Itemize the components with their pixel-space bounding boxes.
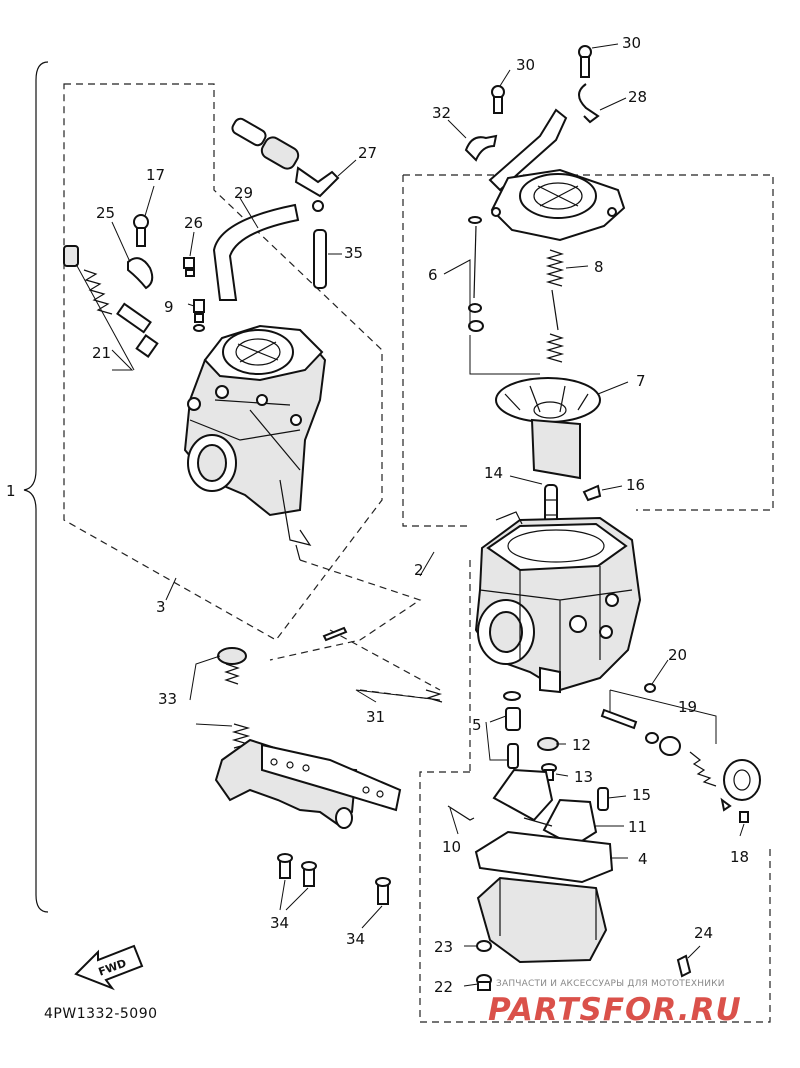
callout-11: 11 (628, 818, 647, 836)
assembly-bracket (23, 61, 49, 913)
throttle-stop-bracket (214, 738, 402, 829)
callout-4: 4 (638, 850, 648, 868)
right-carburetor (474, 511, 642, 694)
callout-24: 24 (694, 924, 713, 942)
callout-26: 26 (184, 214, 203, 232)
callout-34a: 34 (270, 914, 289, 932)
callout-28: 28 (628, 88, 647, 106)
part-24-screw (676, 954, 692, 978)
callout-10: 10 (442, 838, 461, 856)
part-15-valve (597, 787, 609, 811)
watermark: ЗАПЧАСТИ И АКСЕССУАРЫ ДЛЯ МОТОТЕХНИКИ PA… (488, 979, 742, 1028)
callout-17: 17 (146, 166, 165, 184)
left-carburetor (183, 324, 327, 517)
callout-22: 22 (434, 978, 453, 996)
callout-21: 21 (92, 344, 111, 362)
callout-20: 20 (668, 646, 687, 664)
part-9-jet-set (193, 299, 205, 332)
callout-35: 35 (344, 244, 363, 262)
callout-25: 25 (96, 204, 115, 222)
callout-19: 19 (678, 698, 697, 716)
callout-13: 13 (574, 768, 593, 786)
part-29-hose (212, 203, 300, 301)
part-33-adjust-screw (217, 647, 251, 749)
callout-3: 3 (156, 598, 166, 616)
callout-30b: 30 (622, 34, 641, 52)
callout-12: 12 (572, 736, 591, 754)
part-7-diaphragm-piston (495, 377, 601, 480)
part-32-clip (464, 134, 498, 162)
part-34-screws (277, 853, 391, 905)
callout-27: 27 (358, 144, 377, 162)
part-top-cap (490, 168, 626, 242)
callout-5: 5 (472, 716, 482, 734)
part-16-screw (582, 484, 602, 502)
part-18-cover (720, 759, 761, 823)
group-boundary-right (402, 174, 774, 1023)
callout-14: 14 (484, 464, 503, 482)
callout-16: 16 (626, 476, 645, 494)
part-8-spring (545, 249, 565, 363)
part-6-needle-set (468, 216, 484, 332)
callout-labels: 1 2 3 4 5 6 7 8 9 10 11 12 13 14 15 16 1… (6, 34, 749, 996)
callout-15: 15 (632, 786, 651, 804)
part-35-hose (313, 229, 327, 289)
part-25-clip (127, 257, 154, 290)
callout-23: 23 (434, 938, 453, 956)
callout-30a: 30 (516, 56, 535, 74)
callout-1: 1 (6, 482, 16, 500)
part-5-jet-set (503, 691, 521, 769)
part-4-gasket (474, 830, 614, 884)
part-12-washer (537, 737, 559, 751)
part-22-drain-plug (476, 974, 492, 991)
callout-7: 7 (636, 372, 646, 390)
callout-33: 33 (158, 690, 177, 708)
part-30-screws (491, 45, 592, 114)
part-float-bowl (476, 876, 608, 964)
part-21-pilot-screw-set (63, 245, 159, 358)
part-27-fitting (231, 117, 340, 212)
throttle-linkage-left (279, 479, 312, 561)
part-23-oring (476, 940, 492, 952)
callout-32: 32 (432, 104, 451, 122)
callout-8: 8 (594, 258, 604, 276)
part-28-clip (578, 83, 600, 124)
callout-6: 6 (428, 266, 438, 284)
part-26-nut (183, 257, 195, 277)
linkage-dashed-lines (269, 559, 441, 701)
watermark-tagline: ЗАПЧАСТИ И АКСЕССУАРЫ ДЛЯ МОТОТЕХНИКИ (496, 979, 725, 989)
diagram-code: 4PW1332-5090 (44, 1006, 158, 1022)
callout-34b: 34 (346, 930, 365, 948)
callout-29: 29 (234, 184, 253, 202)
callout-18: 18 (730, 848, 749, 866)
part-11-float (492, 768, 598, 848)
callout-9: 9 (164, 298, 174, 316)
part-19-set (600, 708, 717, 787)
leader-lines (75, 43, 745, 987)
fwd-arrow: FWD (74, 944, 144, 991)
part-20-oring (644, 683, 656, 693)
watermark-brand: PARTSFOR.RU (488, 992, 742, 1028)
callout-31: 31 (366, 708, 385, 726)
callout-2: 2 (414, 561, 424, 579)
part-10-pin (447, 805, 475, 821)
part-17-screw (133, 214, 149, 247)
part-31-screw-spring (322, 626, 443, 703)
